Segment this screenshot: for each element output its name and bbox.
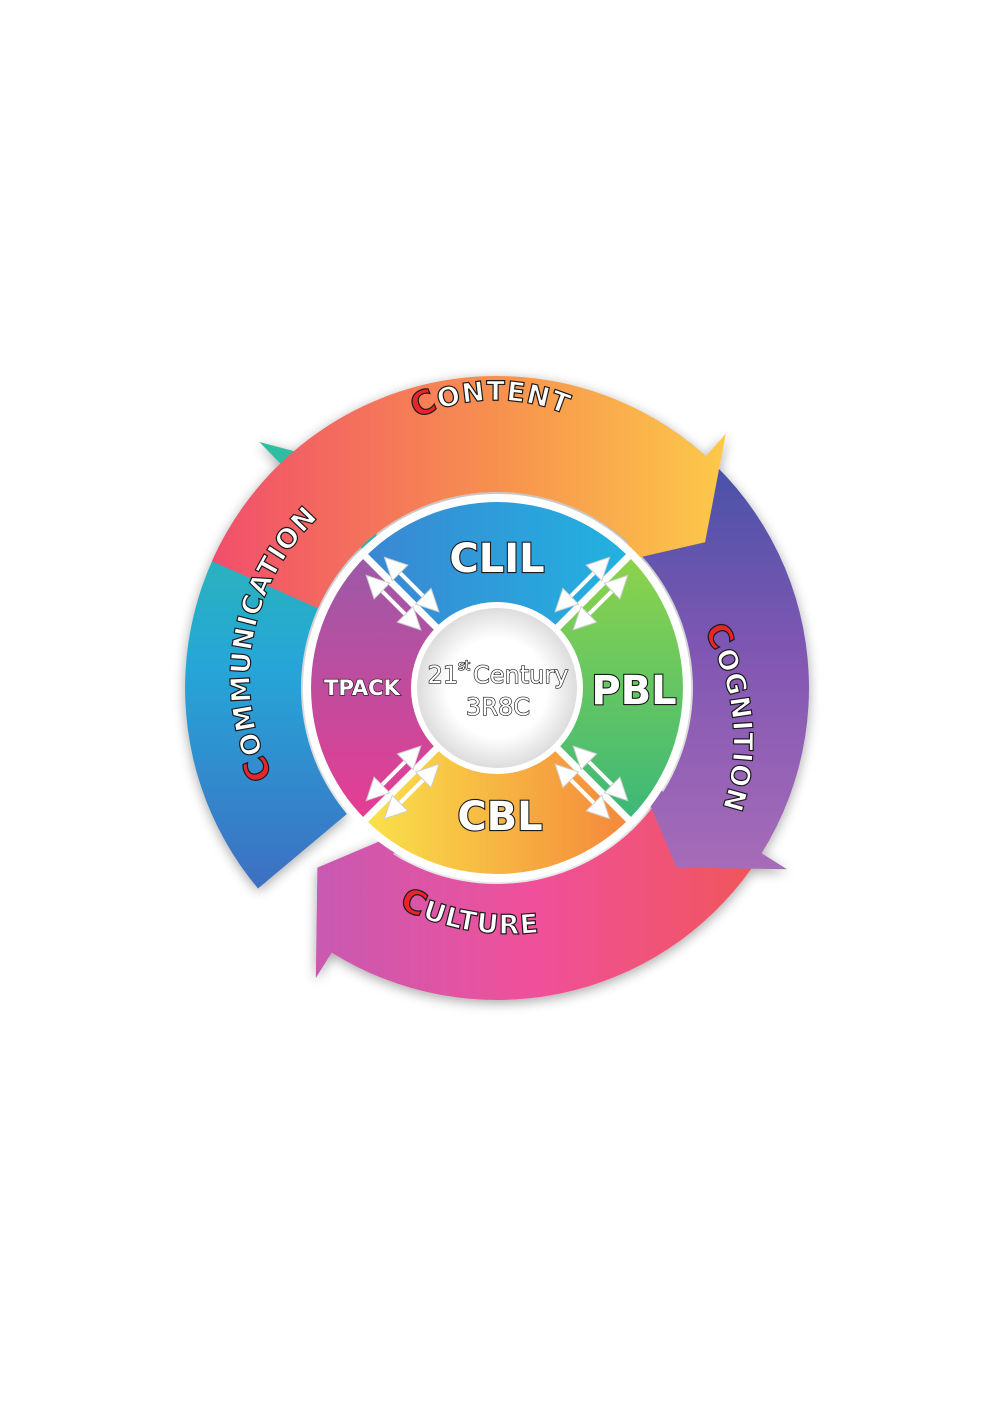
- culture-arrow: [315, 800, 753, 1001]
- double-arrow-icon: [572, 574, 629, 631]
- segment-divider: [361, 744, 441, 824]
- segment-divider: [553, 552, 633, 632]
- center-disc: [411, 602, 583, 774]
- center-superscript: st: [458, 659, 470, 674]
- tpack-label: TPACK: [324, 676, 400, 700]
- double-arrow-icon: [383, 556, 440, 613]
- double-arrow-icon: [572, 745, 629, 802]
- segment-divider: [553, 744, 633, 824]
- content-arrow: [212, 375, 726, 609]
- cbl-label: CBL: [457, 794, 542, 840]
- center-number: 21: [428, 661, 459, 689]
- double-arrows: [365, 556, 629, 820]
- double-arrow-icon: [365, 574, 422, 631]
- double-arrow-icon: [554, 556, 611, 613]
- segment-divider: [361, 552, 441, 632]
- double-arrow-icon: [383, 763, 440, 820]
- pbl-label: PBL: [591, 668, 676, 714]
- double-arrow-icon: [554, 763, 611, 820]
- center-word: Century: [473, 661, 568, 689]
- clil-label: CLIL: [449, 536, 544, 582]
- double-arrow-icon: [365, 745, 422, 802]
- outer-cycle-arrows: [185, 375, 809, 1001]
- center-line-2: 3R8C: [466, 693, 530, 721]
